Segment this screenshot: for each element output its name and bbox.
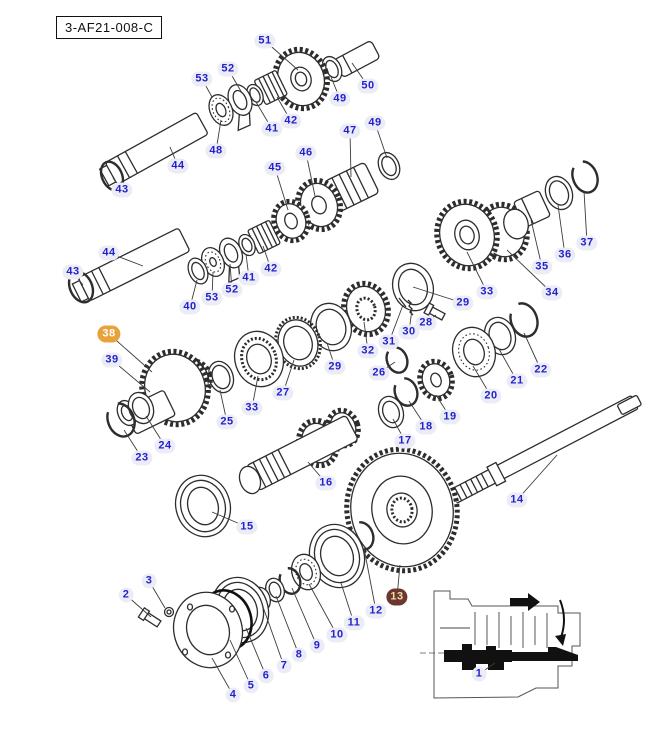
drawing-number: 3-AF21-008-C [65,20,154,35]
front-cover-assembly [137,523,366,669]
callout-40[interactable]: 40 [179,299,201,315]
callout-33[interactable]: 33 [241,400,263,416]
callout-39[interactable]: 39 [101,352,123,368]
callout-30[interactable]: 30 [398,324,420,340]
callout-52[interactable]: 52 [221,282,243,298]
callout-12[interactable]: 12 [365,603,387,619]
callout-5[interactable]: 5 [243,678,259,694]
callout-23[interactable]: 23 [131,450,153,466]
callout-21[interactable]: 21 [506,373,528,389]
callout-20[interactable]: 20 [480,388,502,404]
callout-22[interactable]: 22 [530,362,552,378]
callout-41[interactable]: 41 [238,270,260,286]
callout-7[interactable]: 7 [276,658,292,674]
callout-3[interactable]: 3 [141,573,157,589]
callout-15[interactable]: 15 [236,519,258,535]
callout-19[interactable]: 19 [439,409,461,425]
callout-6[interactable]: 6 [258,668,274,684]
callout-9[interactable]: 9 [309,638,325,654]
callout-25[interactable]: 25 [216,414,238,430]
callout-44[interactable]: 44 [167,158,189,174]
callout-37[interactable]: 37 [576,235,598,251]
callout-52[interactable]: 52 [217,61,239,77]
callout-31[interactable]: 31 [378,334,400,350]
callout-1[interactable]: 1 [471,666,487,682]
drawing-number-box: 3-AF21-008-C [56,16,163,39]
callout-42[interactable]: 42 [280,113,302,129]
callout-47[interactable]: 47 [339,123,361,139]
mainshaft-assembly [174,395,642,574]
shaft-assembly-top [98,41,380,192]
power-flow-arrow-icon [510,593,540,611]
callout-33[interactable]: 33 [476,284,498,300]
callout-14[interactable]: 14 [506,492,528,508]
callout-16[interactable]: 16 [315,475,337,491]
callout-26[interactable]: 26 [368,365,390,381]
callout-8[interactable]: 8 [291,647,307,663]
callout-27[interactable]: 27 [272,385,294,401]
callout-53[interactable]: 53 [201,290,223,306]
callout-46[interactable]: 46 [295,145,317,161]
pinion-bearing-group [377,302,539,429]
callout-11[interactable]: 11 [343,615,365,631]
callout-2[interactable]: 2 [118,587,134,603]
callout-43[interactable]: 43 [62,264,84,280]
callout-17[interactable]: 17 [394,433,416,449]
callout-49[interactable]: 49 [364,115,386,131]
callout-41[interactable]: 41 [261,121,283,137]
callout-18[interactable]: 18 [415,419,437,435]
countershaft-assembly [106,280,409,438]
callout-49[interactable]: 49 [329,91,351,107]
gearbox-inset [420,590,581,699]
callout-29[interactable]: 29 [452,295,474,311]
callout-51[interactable]: 51 [254,33,276,49]
shaft-assembly-second [67,151,599,321]
callout-43[interactable]: 43 [111,182,133,198]
callout-29[interactable]: 29 [324,359,346,375]
callout-10[interactable]: 10 [326,627,348,643]
callout-42[interactable]: 42 [260,261,282,277]
callout-50[interactable]: 50 [357,78,379,94]
callout-36[interactable]: 36 [554,247,576,263]
callout-34[interactable]: 34 [541,285,563,301]
callout-45[interactable]: 45 [264,160,286,176]
callout-48[interactable]: 48 [205,143,227,159]
callout-44[interactable]: 44 [98,245,120,261]
curved-arrow-icon [559,599,565,641]
callout-38[interactable]: 38 [97,325,121,343]
callout-28[interactable]: 28 [415,315,437,331]
callout-53[interactable]: 53 [191,71,213,87]
callout-24[interactable]: 24 [154,438,176,454]
callout-13[interactable]: 13 [386,588,408,606]
callout-4[interactable]: 4 [225,687,241,703]
callout-35[interactable]: 35 [531,259,553,275]
callout-32[interactable]: 32 [357,343,379,359]
